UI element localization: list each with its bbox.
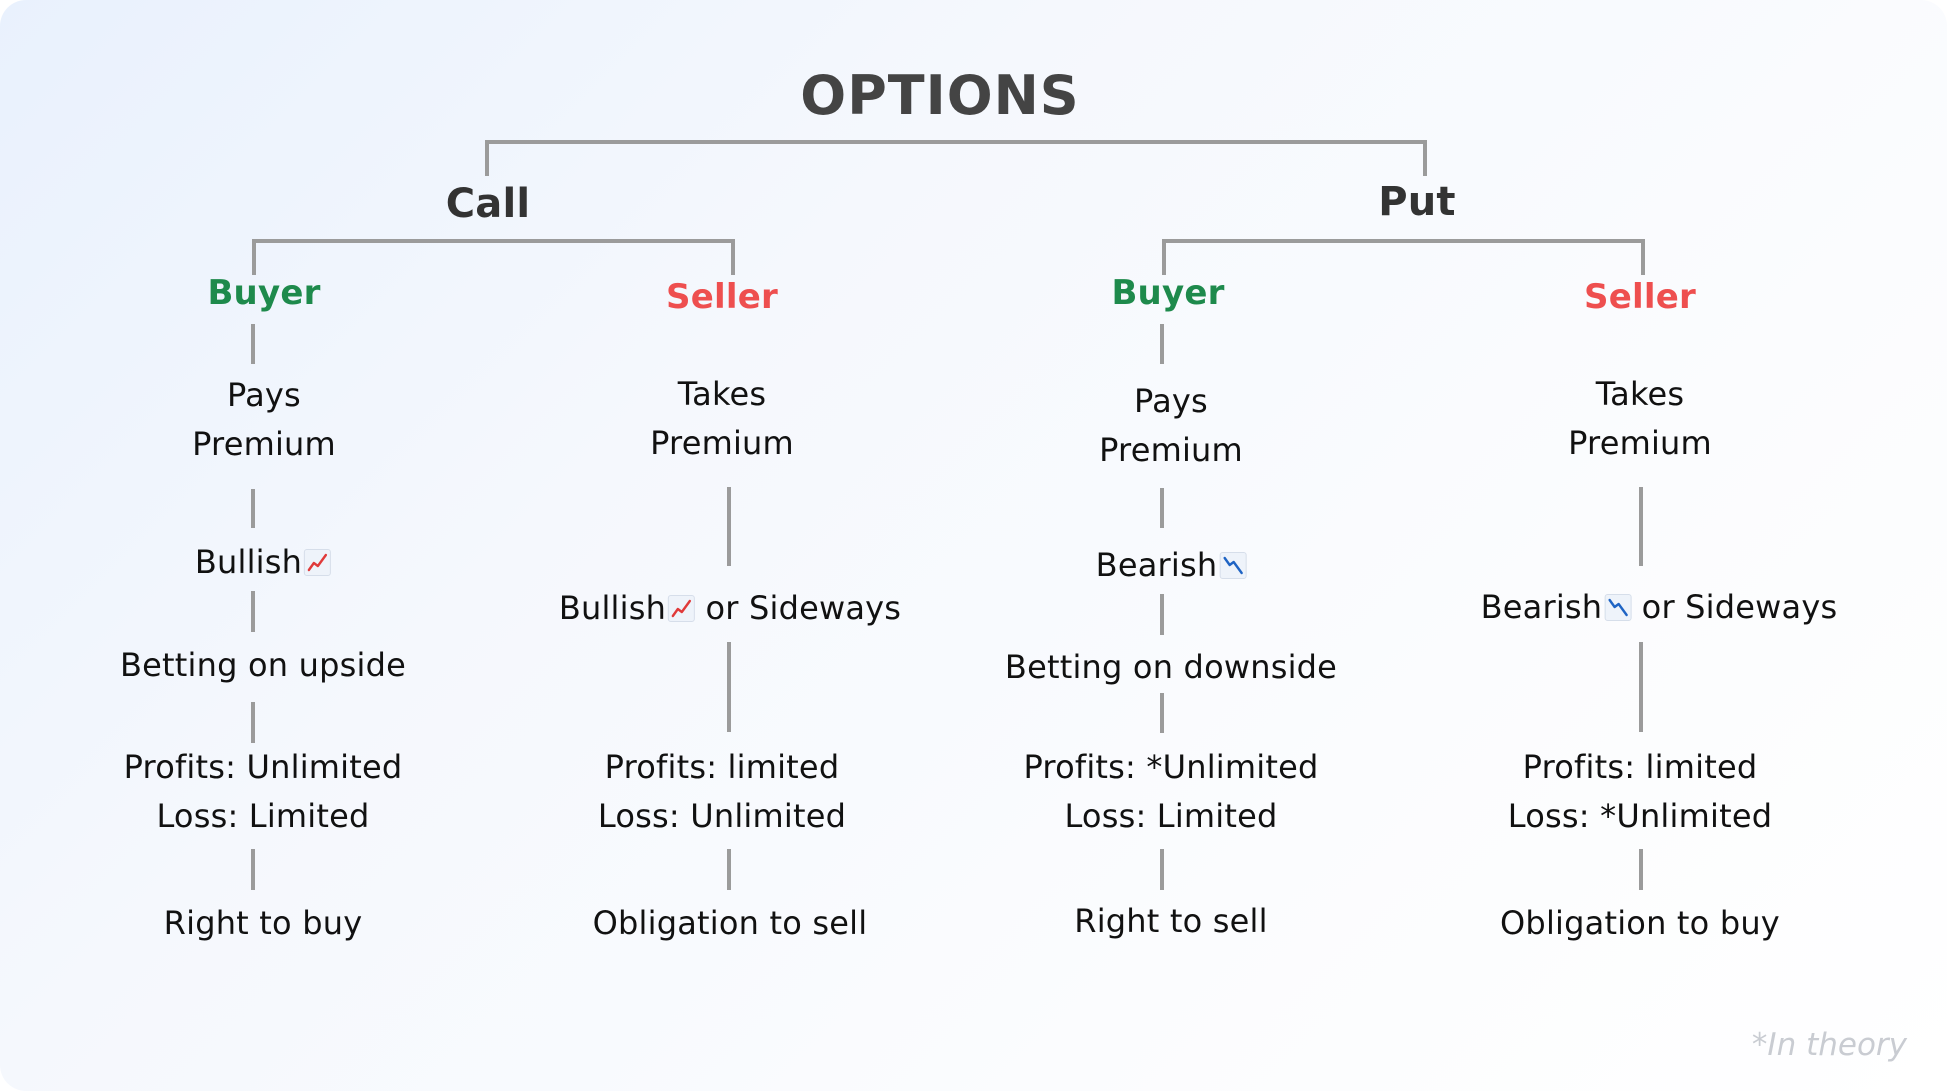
put-buyer-outlook-text: Bearish [1095, 546, 1218, 584]
put-buyer-bet: Betting on downside [1004, 648, 1338, 686]
put-buyer-right: Right to sell [1074, 902, 1268, 940]
call-seller-premium: Takes Premium [650, 370, 794, 468]
put-buyer-premium-line-2: Premium [1099, 431, 1243, 469]
chart-up-icon [668, 595, 696, 622]
put-seller-outlook: Bearish or Sideways [1481, 583, 1838, 632]
call-seller-outlook: Bullish or Sideways [559, 584, 901, 633]
call-buyer-profits: Profits: Unlimited [123, 748, 403, 786]
call-buyer-loss: Loss: Limited [156, 797, 370, 835]
put-seller-outlook-suffix: or Sideways [1631, 588, 1838, 626]
call-buyer-right: Right to buy [163, 904, 363, 942]
branch-call-label: Call [445, 181, 531, 227]
put-buyer-label: Buyer [1111, 273, 1225, 313]
call-seller-profits: Profits: limited [604, 748, 840, 786]
call-buyer-premium: Pays Premium [192, 371, 336, 469]
call-buyer-premium-line-2: Premium [192, 425, 336, 463]
put-buyer-outcomes: Profits: *Unlimited Loss: Limited [1024, 743, 1319, 841]
branch-put-label: Put [1378, 179, 1456, 225]
put-seller-outcomes: Profits: limited Loss: *Unlimited [1508, 743, 1772, 841]
call-seller-loss: Loss: Unlimited [597, 797, 847, 835]
put-seller-premium-line-1: Takes [1595, 375, 1685, 413]
put-buyer-loss: Loss: Limited [1064, 797, 1278, 835]
call-seller-premium-line-1: Takes [677, 375, 767, 413]
call-buyer-outlook-text: Bullish [194, 543, 303, 581]
footnote: *In theory [1751, 1027, 1907, 1063]
call-buyer-outlook: Bullish [194, 538, 332, 587]
put-buyer-outlook: Bearish [1096, 541, 1247, 590]
call-buyer-outcomes: Profits: Unlimited Loss: Limited [124, 743, 403, 841]
call-seller-label: Seller [666, 277, 778, 317]
put-buyer-premium-line-1: Pays [1134, 382, 1208, 420]
put-seller-outlook-text: Bearish [1480, 588, 1603, 626]
put-buyer-premium: Pays Premium [1099, 377, 1243, 475]
chart-down-icon [1604, 594, 1632, 621]
put-buyer-profits: Profits: *Unlimited [1023, 748, 1319, 786]
call-buyer-label: Buyer [207, 273, 321, 313]
chart-down-icon [1219, 552, 1247, 579]
chart-up-icon [304, 549, 332, 576]
put-seller-profits: Profits: limited [1522, 748, 1758, 786]
call-buyer-bet: Betting on upside [120, 646, 406, 684]
put-seller-loss: Loss: *Unlimited [1507, 797, 1773, 835]
call-seller-outlook-suffix: or Sideways [695, 589, 902, 627]
call-buyer-premium-line-1: Pays [227, 376, 301, 414]
put-seller-premium-line-2: Premium [1568, 424, 1712, 462]
call-seller-outcomes: Profits: limited Loss: Unlimited [598, 743, 846, 841]
put-seller-premium: Takes Premium [1568, 370, 1712, 468]
call-seller-outlook-text: Bullish [558, 589, 667, 627]
put-seller-label: Seller [1584, 277, 1696, 317]
call-seller-right: Obligation to sell [592, 904, 868, 942]
put-seller-right: Obligation to buy [1500, 904, 1780, 942]
diagram-title: OPTIONS [800, 64, 1080, 127]
call-seller-premium-line-2: Premium [650, 424, 794, 462]
